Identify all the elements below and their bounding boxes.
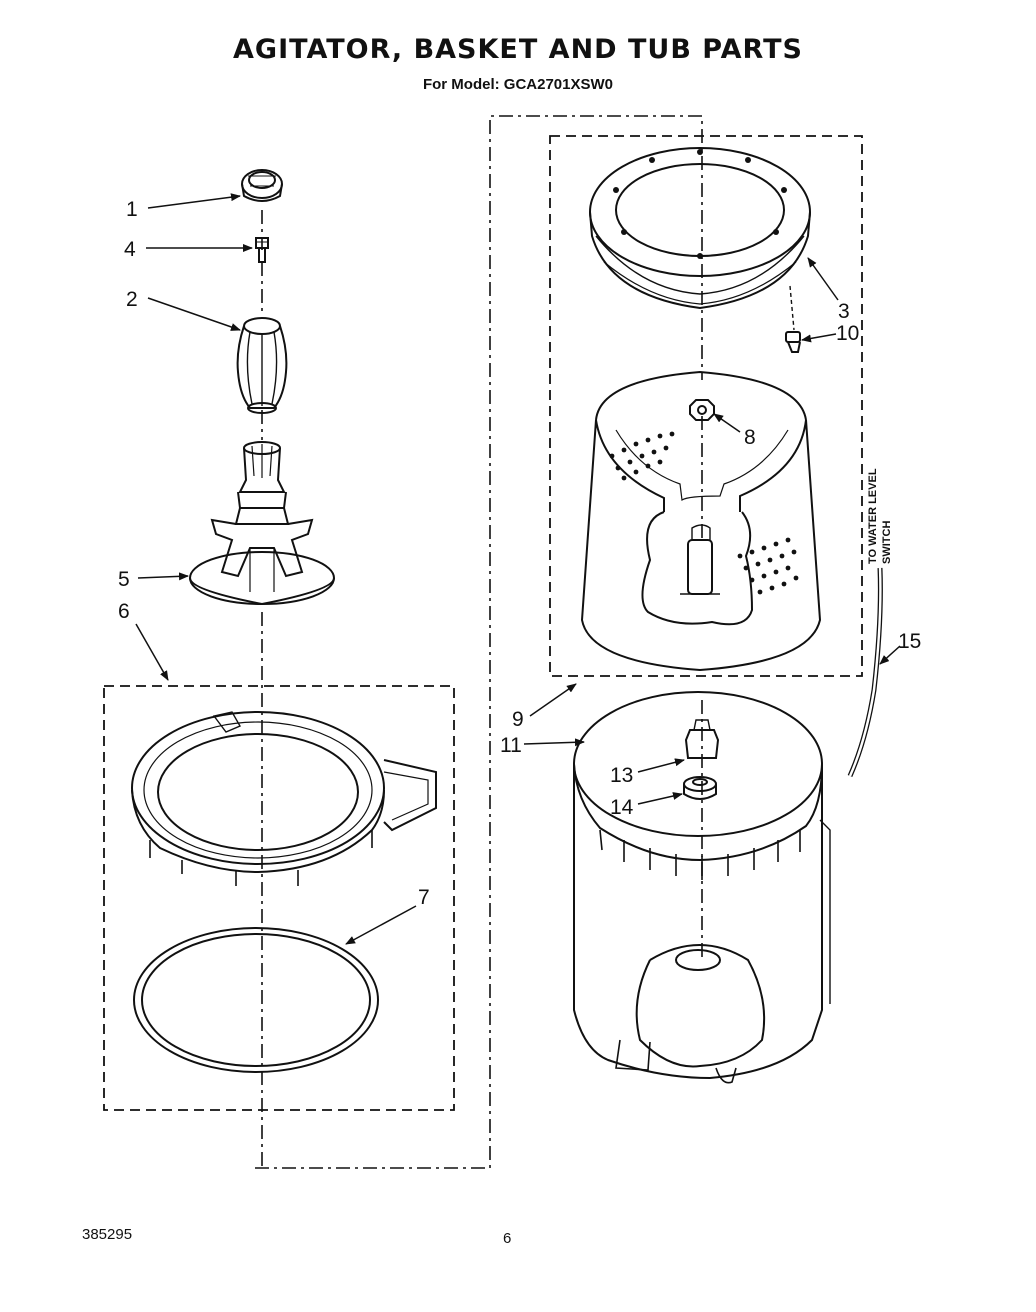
- assembly-connector-line: [255, 115, 703, 1169]
- callout-10-leader: [801, 333, 837, 343]
- hub-seal-part: [683, 776, 717, 800]
- callout-2-leader: [147, 297, 241, 331]
- callout-11-leader: [523, 738, 585, 747]
- callout-11: 11: [500, 734, 522, 757]
- callout-14-leader: [637, 792, 683, 805]
- basket-perforations: [609, 431, 799, 595]
- water-level-label-line1: TO WATER LEVEL: [867, 468, 879, 564]
- callout-6: 6: [118, 600, 130, 623]
- callout-6-leader: [135, 623, 169, 681]
- agitator-bolt-part: [255, 237, 269, 263]
- callout-15: 15: [898, 630, 921, 653]
- balance-ring-part: [589, 147, 811, 331]
- balance-ring-screw-part: [785, 331, 801, 353]
- callout-3-leader: [807, 257, 839, 301]
- callout-3: 3: [838, 300, 850, 323]
- drive-hub-part: [684, 719, 720, 759]
- callout-8-leader: [713, 413, 741, 433]
- agitator-base-part: [189, 441, 335, 606]
- callout-14: 14: [610, 796, 634, 819]
- callout-10: 10: [836, 322, 859, 345]
- page-number: 6: [503, 1230, 512, 1247]
- spin-basket-part: [580, 370, 822, 672]
- callout-9: 9: [512, 708, 524, 731]
- outer-tub-part: [573, 691, 831, 1084]
- page-title: AGITATOR, BASKET AND TUB PARTS: [233, 34, 803, 65]
- callout-7: 7: [418, 886, 430, 909]
- callout-9-leader: [529, 683, 577, 717]
- callout-15-leader: [879, 645, 901, 665]
- callout-2: 2: [126, 288, 138, 311]
- callout-13-leader: [637, 758, 685, 773]
- callout-5-leader: [137, 572, 189, 581]
- callout-13: 13: [610, 764, 633, 787]
- tub-ring-part: [131, 711, 437, 886]
- callout-7-leader: [345, 905, 417, 945]
- agitator-barrel-part: [236, 317, 288, 414]
- callout-1: 1: [126, 198, 138, 221]
- callout-1-leader: [147, 193, 241, 209]
- water-level-label-line2: SWITCH: [881, 521, 893, 564]
- model-subtitle: For Model: GCA2701XSW0: [422, 76, 614, 93]
- tub-gasket-part: [133, 927, 379, 1073]
- callout-8: 8: [744, 426, 756, 449]
- callout-5: 5: [118, 568, 130, 591]
- part-9-group-box: [549, 135, 863, 677]
- document-number: 385295: [82, 1226, 133, 1243]
- agitator-cap-part: [241, 169, 283, 202]
- callout-4: 4: [124, 238, 136, 261]
- part-6-group-box: [103, 685, 455, 1111]
